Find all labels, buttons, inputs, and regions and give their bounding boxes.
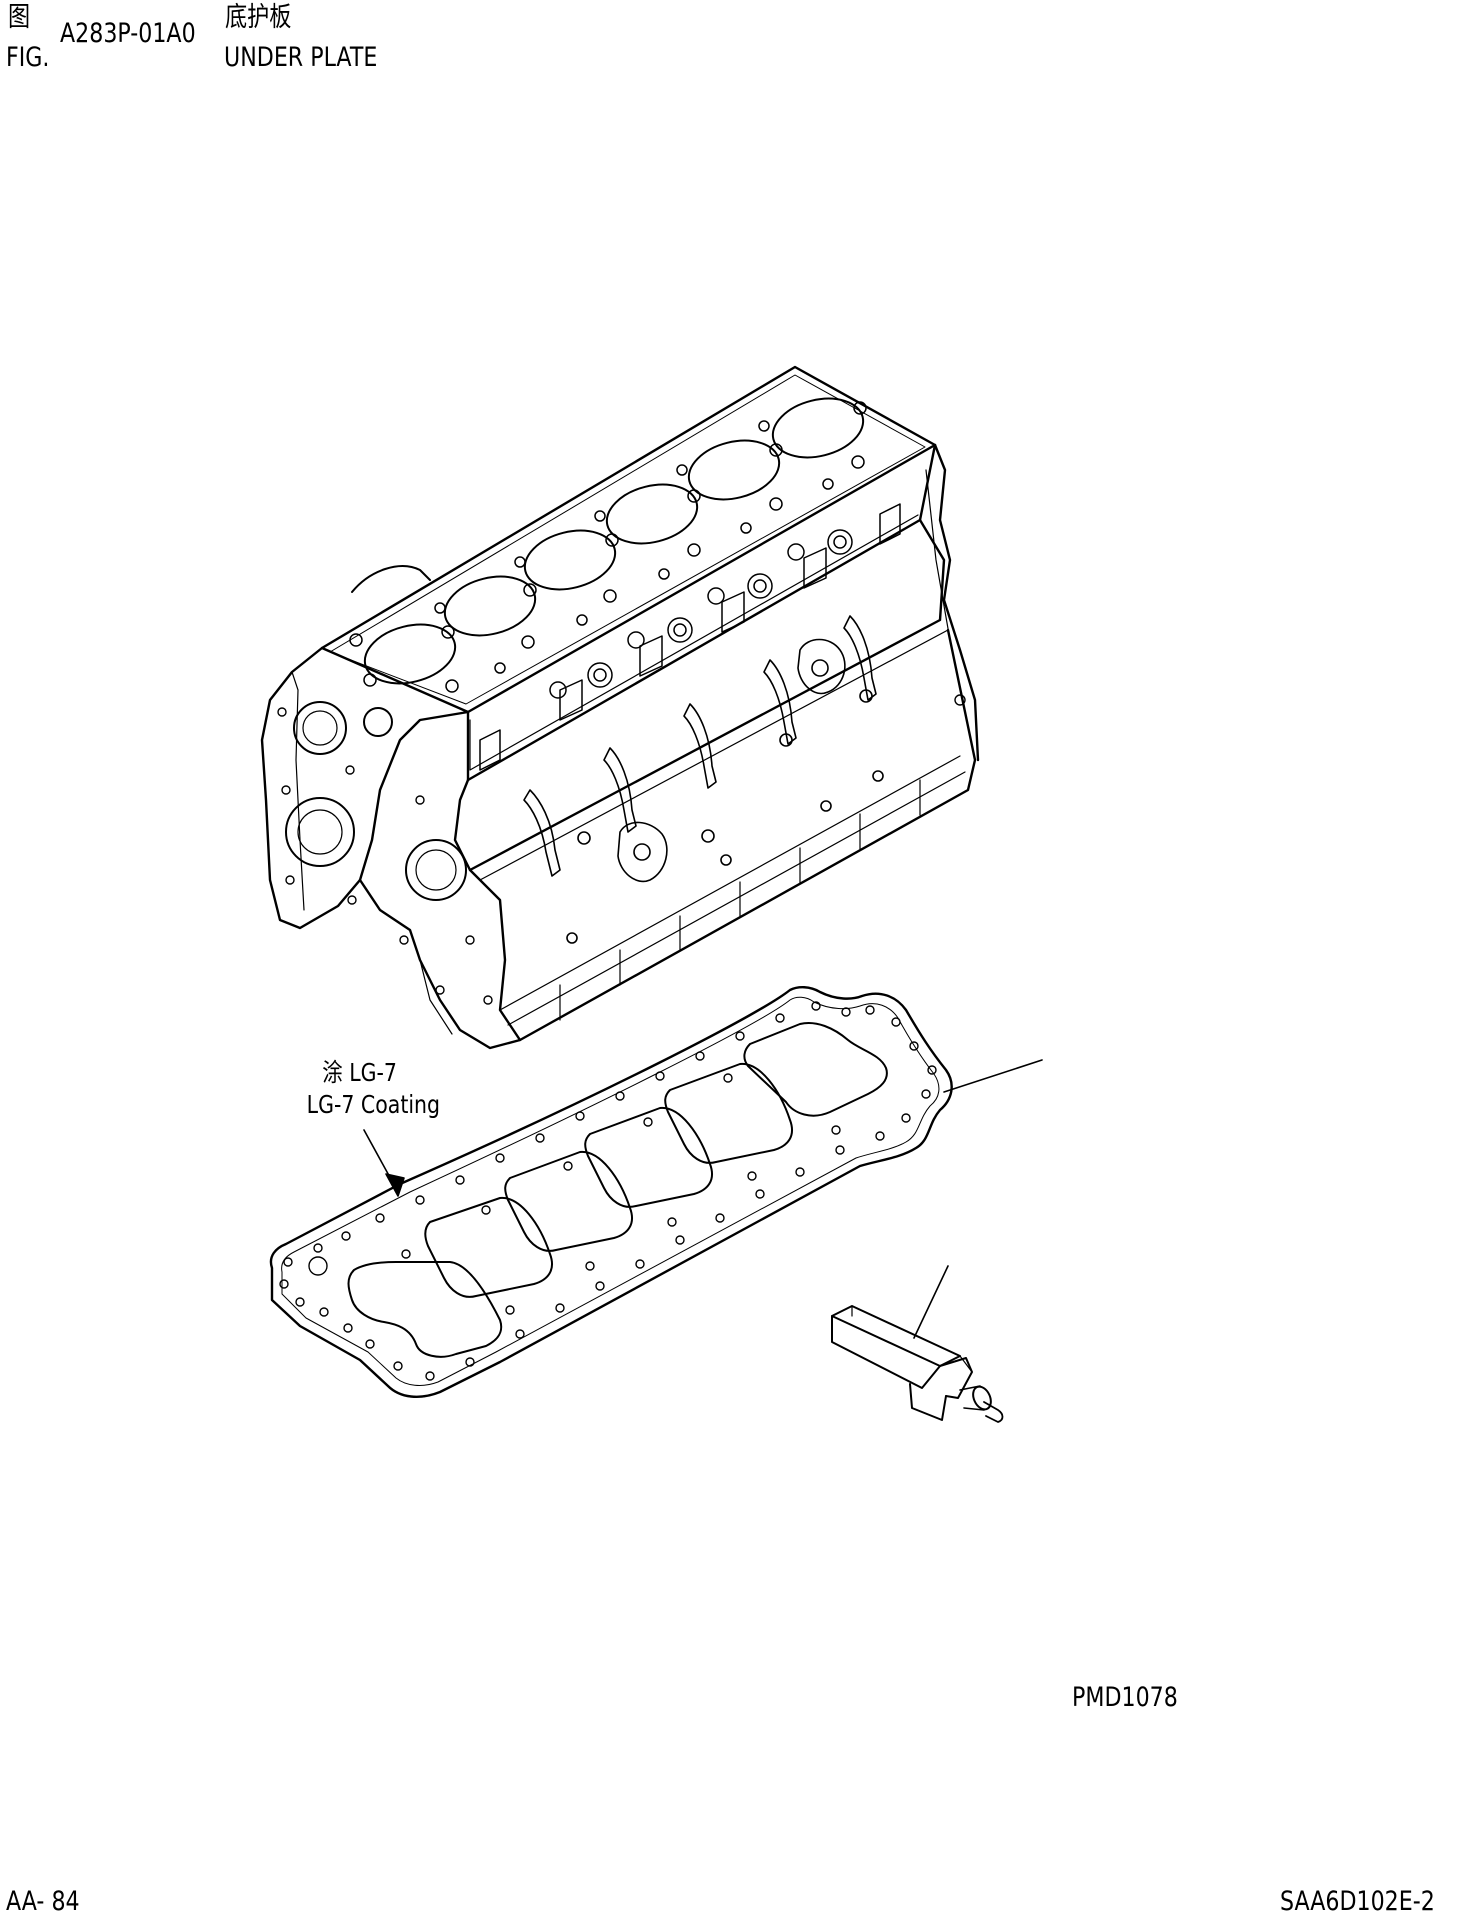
- fig-label-en: FIG.: [6, 42, 50, 73]
- leader-plate: [944, 1060, 1042, 1092]
- page-number: AA- 84: [6, 1886, 80, 1917]
- coating-label-cn: 涂 LG-7: [322, 1058, 397, 1087]
- leader-coating-arrowhead: [386, 1174, 404, 1196]
- leader-lines: [364, 1060, 1042, 1338]
- drawing-id: PMD1078: [1072, 1682, 1178, 1713]
- leader-bolt: [914, 1266, 948, 1338]
- fig-number: A283P-01A0: [60, 18, 196, 49]
- coating-label-en: LG-7 Coating: [306, 1090, 441, 1119]
- bolt-icon: [832, 1306, 1003, 1422]
- under-plate-icon: [271, 987, 952, 1397]
- title-en: UNDER PLATE: [224, 42, 378, 73]
- book-code: SAA6D102E-2: [1280, 1886, 1435, 1917]
- fig-label-cn: 图: [8, 2, 31, 33]
- title-cn: 底护板: [225, 2, 292, 33]
- engine-block-icon: [262, 367, 978, 1048]
